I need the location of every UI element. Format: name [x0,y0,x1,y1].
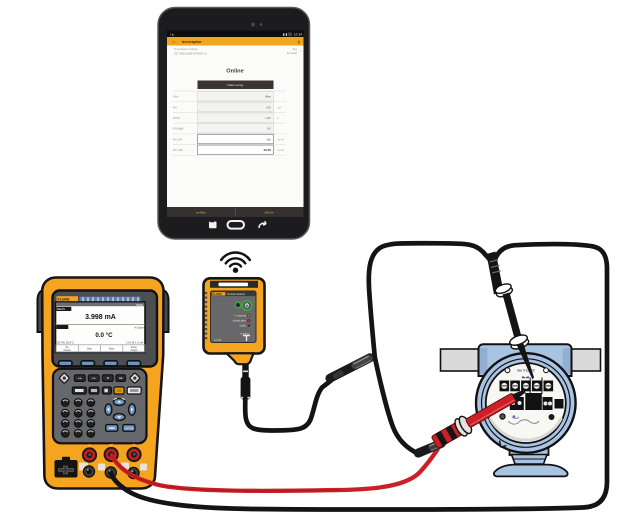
svg-text:◄►: ◄► [77,377,83,380]
svg-text:Step: Step [87,348,93,351]
svg-text:00:00: 00:00 [264,148,272,152]
svg-text:Online: Online [226,69,243,75]
svg-text:⇄: ⇄ [107,376,110,380]
svg-text:CE: RU 25.0°C: CE: RU 25.0°C [57,341,75,345]
svg-text:+ marrying: + marrying [234,315,246,318]
svg-text:b0r: b0r [267,137,271,141]
svg-text:mmH: mmH [277,137,284,141]
svg-text:– ●● –: – ●● – [521,376,530,380]
svg-text:weBMu: weBMu [196,211,206,215]
svg-text:As: As [66,346,70,349]
svg-text:MEAS: MEAS [57,307,65,311]
svg-text:bevvraphor: bevvraphor [182,40,202,44]
svg-text:% Span: % Span [134,326,144,330]
svg-text:0.0 °C: 0.0 °C [95,332,113,339]
svg-text:Graph: Graph [131,349,138,352]
svg-text:3.998 mA: 3.998 mA [85,314,116,321]
svg-text:ma loop wireless: ma loop wireless [227,293,246,296]
svg-text:PV URi: PV URi [173,148,183,152]
svg-text:‹: ‹ [300,49,302,54]
svg-text:in: in [277,116,280,120]
svg-text:mmH: mmH [277,148,284,152]
svg-text:Teg: Teg [292,47,297,51]
svg-text:600Ω: 600Ω [136,303,143,307]
svg-text:sumbers: sumbers [240,333,250,336]
svg-text:PV: PV [173,105,177,109]
svg-text:rosthr: rosthr [240,325,247,328]
svg-text:LRP: LRP [265,116,271,120]
svg-text:◄►: ◄► [91,377,97,380]
svg-text:mA: mA [277,105,281,109]
svg-text:mA: mA [109,444,113,447]
svg-text:SE 20B2sABHVHMEV-A: SE 20B2sABHVHMEV-A [174,51,207,55]
svg-text:⌂: ⌂ [173,39,176,44]
svg-text:Wert: Wert [265,95,271,99]
svg-text:Devadd: Devadd [287,51,297,55]
svg-text:PV(r)@t: PV(r)@t [173,127,184,131]
svg-text:▮ ▮ ⬛ 12:34: ▮ ▮ ⬛ 12:34 [283,32,302,37]
svg-text:ENTER: ENTER [125,426,134,430]
svg-text:VΩ: VΩ [132,444,136,447]
svg-text:000: 000 [266,105,271,109]
svg-text:Daten anzg.: Daten anzg. [227,83,243,87]
svg-text:PV(S: PV(S [173,116,180,120]
svg-text:i ∎: i ∎ [170,33,174,37]
svg-text:V: V [89,445,91,447]
svg-text:LYS W 1.0 mA·: LYS W 1.0 mA· [126,341,144,345]
svg-text:Save: Save [109,348,115,351]
svg-text:0/0: 0/0 [267,127,271,131]
svg-text:m⊞ 0·£3·DC: m⊞ 0·£3·DC [517,369,536,373]
svg-text:⚲: ⚲ [297,39,300,44]
svg-text:Found: Found [64,349,71,352]
svg-text:Done: Done [131,346,137,349]
svg-text:■■: ■■ [119,377,123,380]
svg-text:FLUKE: FLUKE [213,292,222,296]
svg-text:eBSdh: eBSdh [264,211,273,215]
svg-text:PV LRi: PV LRi [173,137,182,141]
svg-text:FLUKE: FLUKE [58,298,71,302]
svg-text:\ shbad atlnn: \ shbad atlnn [232,320,247,323]
svg-text:priv/08: priv/08 [214,339,222,342]
svg-text:Fixe: Fixe [173,95,179,99]
svg-text:Smmlask Costlog: Smmlask Costlog [174,47,198,51]
